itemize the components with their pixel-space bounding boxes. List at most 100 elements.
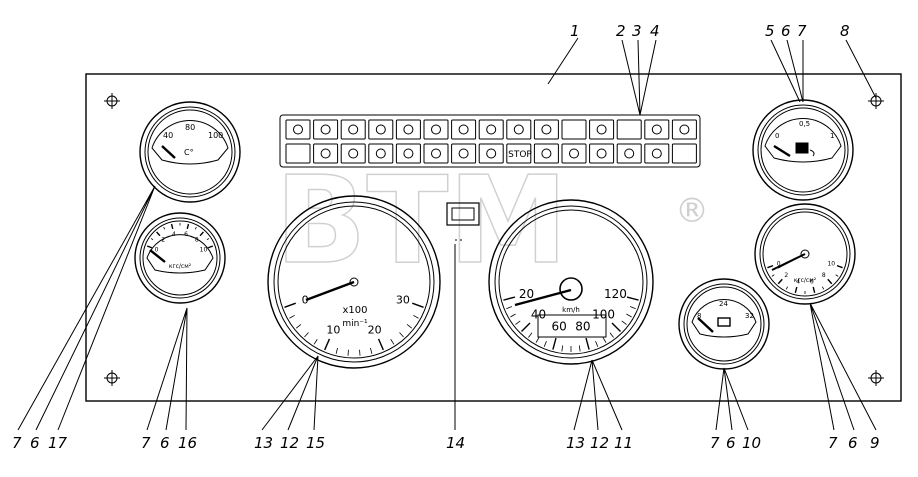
oil-tick-mark bbox=[187, 224, 188, 229]
air-tick-mark bbox=[786, 287, 787, 290]
speedo-tick-mark bbox=[536, 337, 539, 342]
callout-2: 2 bbox=[616, 22, 626, 40]
warning-lamp bbox=[617, 120, 641, 139]
warning-symbol-icon bbox=[294, 125, 303, 134]
callout-7: 7 bbox=[797, 22, 807, 40]
fuel-tick-0: 0 bbox=[775, 132, 779, 140]
callout-12-b: 12 bbox=[590, 434, 609, 452]
tacho-tick-mark bbox=[370, 348, 371, 354]
warning-lamp bbox=[369, 120, 393, 139]
warning-lamp bbox=[645, 144, 669, 163]
speedo-tick-mark bbox=[579, 345, 580, 351]
speedo-tick-mark bbox=[612, 323, 620, 331]
callout-10: 10 bbox=[742, 434, 761, 452]
oil-tick-mark bbox=[172, 224, 173, 229]
tacho-unit-min: min⁻¹ bbox=[342, 319, 368, 329]
warning-lamp bbox=[672, 144, 696, 163]
callout-6-d: 6 bbox=[848, 434, 858, 452]
speedo-tick-mark bbox=[503, 297, 515, 300]
voltmeter: 8 24 32 bbox=[679, 279, 769, 369]
warning-symbol-icon bbox=[680, 125, 689, 134]
callout-16: 16 bbox=[178, 434, 197, 452]
oil-tick-mark bbox=[147, 246, 152, 248]
tacho-tick-mark bbox=[413, 315, 418, 318]
air-tick-mark bbox=[828, 279, 832, 283]
oil-tick-mark bbox=[195, 227, 196, 229]
air-tick-mark bbox=[778, 279, 782, 283]
warning-lamp bbox=[424, 120, 448, 139]
oil-tick-label: 4 bbox=[172, 231, 176, 238]
callout-5: 5 bbox=[765, 22, 775, 40]
watermark-text: BTM bbox=[275, 152, 568, 291]
callout-6-c: 6 bbox=[726, 434, 736, 452]
temp-tick-80: 80 bbox=[185, 123, 195, 132]
speedo-tick-mark bbox=[553, 338, 556, 350]
oil-tick-label: 8 bbox=[195, 237, 199, 244]
oil-tick-label: 2 bbox=[161, 237, 165, 244]
speedo-tick-mark bbox=[595, 341, 597, 347]
warning-lamp bbox=[645, 120, 669, 139]
warning-lamp bbox=[590, 120, 614, 139]
warning-lamp bbox=[314, 120, 338, 139]
warning-lamp bbox=[534, 120, 558, 139]
speedo-tick-label: 120 bbox=[604, 287, 627, 301]
warning-symbol-icon bbox=[625, 149, 634, 158]
speedo-tick-mark bbox=[630, 306, 636, 308]
tacho-tick-mark bbox=[325, 339, 330, 350]
speedo-tick-mark bbox=[626, 314, 631, 317]
warning-symbol-icon bbox=[542, 125, 551, 134]
callout-15: 15 bbox=[306, 434, 325, 452]
warning-lamp bbox=[617, 144, 641, 163]
fuel-level-gauge: 0 0,5 1 bbox=[753, 100, 853, 200]
warning-symbol-icon bbox=[487, 125, 496, 134]
callout-3: 3 bbox=[632, 22, 642, 40]
speedo-tick-mark bbox=[522, 323, 530, 331]
callout-1: 1 bbox=[570, 22, 580, 40]
temp-tick-40: 40 bbox=[163, 131, 173, 140]
warning-symbol-icon bbox=[652, 149, 661, 158]
speedo-tick-mark bbox=[603, 337, 606, 342]
callout-13-b: 13 bbox=[566, 434, 585, 452]
callout-9: 9 bbox=[870, 434, 880, 452]
callout-6: 6 bbox=[781, 22, 791, 40]
callout-7-d: 7 bbox=[828, 434, 838, 452]
speedo-tick-label: 60 bbox=[551, 320, 566, 334]
speedo-tick-mark bbox=[627, 297, 639, 300]
warning-symbol-icon bbox=[570, 149, 579, 158]
oil-tick-label: 10 bbox=[200, 247, 208, 254]
speedo-tick-mark bbox=[622, 321, 627, 325]
warning-lamp bbox=[562, 120, 586, 139]
callout-7-a: 7 bbox=[12, 434, 22, 452]
speedo-unit: km/h bbox=[562, 306, 580, 314]
air-tick-label: 10 bbox=[827, 261, 835, 268]
air-tick-label: 2 bbox=[784, 272, 788, 279]
tacho-tick-label: 30 bbox=[396, 294, 410, 307]
air-tick-mark bbox=[822, 287, 823, 290]
callout-6-b: 6 bbox=[160, 434, 170, 452]
watermark: BTM ® bbox=[275, 152, 709, 291]
speedo-tick-mark bbox=[586, 338, 589, 350]
callout-4: 4 bbox=[650, 22, 660, 40]
tacho-tick-mark bbox=[407, 324, 412, 328]
speedo-tick-mark bbox=[515, 321, 520, 325]
oil-tick-mark bbox=[157, 232, 160, 236]
air-tick-mark bbox=[837, 266, 843, 268]
tacho-tick-label: 20 bbox=[368, 324, 382, 337]
speedo-tick-mark bbox=[610, 333, 614, 338]
warning-lamp bbox=[341, 120, 365, 139]
tacho-tick-mark bbox=[391, 339, 394, 344]
warning-lamp bbox=[286, 120, 310, 139]
tacho-tick-mark bbox=[400, 333, 404, 337]
callout-6-a: 6 bbox=[30, 434, 40, 452]
warning-lamp bbox=[479, 120, 503, 139]
callout-11: 11 bbox=[614, 434, 633, 452]
tacho-tick-mark bbox=[304, 333, 308, 337]
air-tick-mark bbox=[836, 275, 838, 277]
temp-unit: C° bbox=[184, 148, 194, 157]
warning-lamp bbox=[590, 144, 614, 163]
warning-symbol-icon bbox=[321, 125, 330, 134]
speedo-tick-mark bbox=[510, 314, 515, 317]
fuel-tick-1: 1 bbox=[830, 132, 834, 140]
